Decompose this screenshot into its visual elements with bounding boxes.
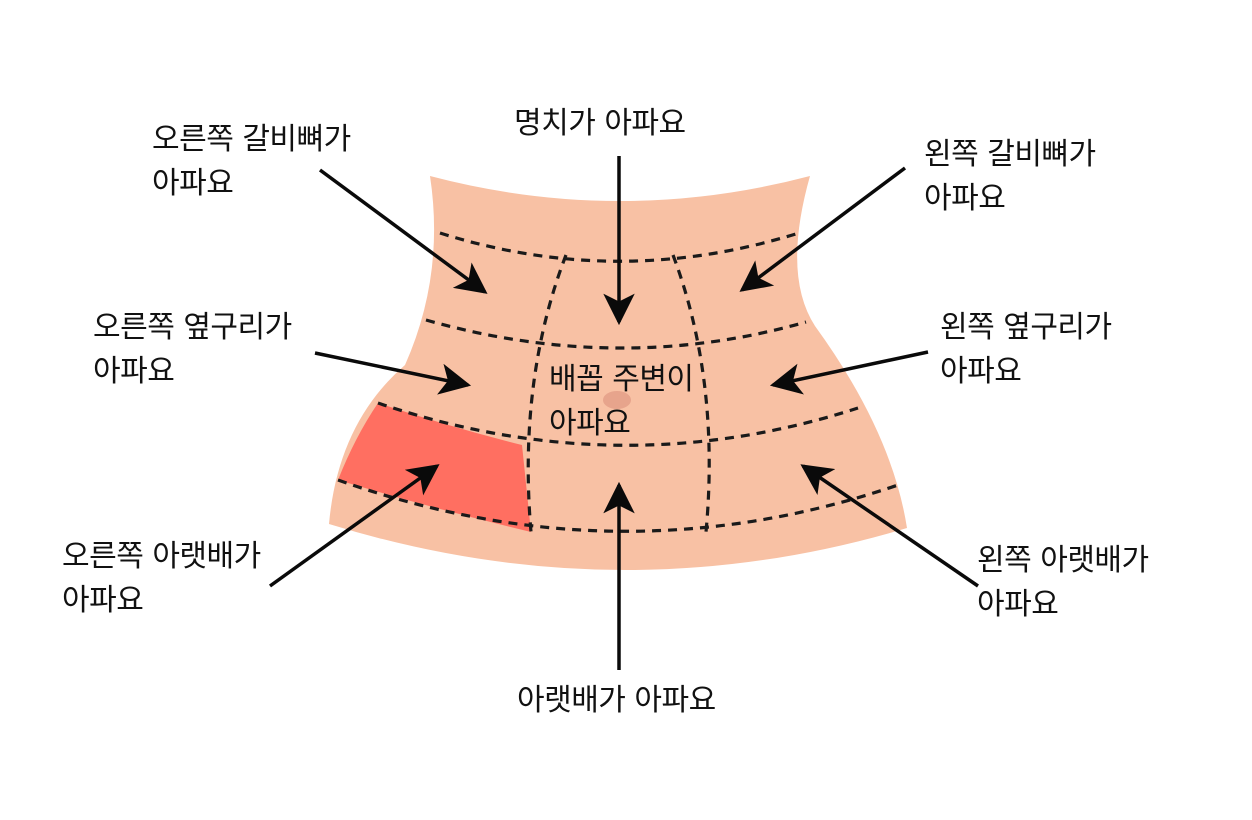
arrow-right-lower [268, 464, 440, 588]
region-divider-left-vertical [526, 254, 568, 533]
label-left-flank-line1: 왼쪽 옆구리가 [940, 310, 1112, 345]
label-right-flank[interactable]: 오른쪽 옆구리가 아파요 [93, 306, 292, 394]
label-hypogastric[interactable]: 아랫배가 아파요 [517, 679, 716, 723]
arrow-left-flank [769, 350, 929, 395]
region-divider-right-vertical [671, 254, 711, 533]
region-divider-middle [425, 318, 807, 350]
label-right-lower-line2: 아파요 [62, 583, 144, 618]
label-hypogastric-text: 아랫배가 아파요 [517, 683, 716, 718]
label-right-upper[interactable]: 오른쪽 갈비뼈가 아파요 [152, 118, 351, 206]
label-epigastric-text: 명치가 아파요 [514, 106, 686, 141]
label-left-lower-line1: 왼쪽 아랫배가 [977, 543, 1149, 578]
region-divider-bottom [337, 478, 899, 533]
label-right-lower-line1: 오른쪽 아랫배가 [62, 539, 261, 574]
label-left-upper[interactable]: 왼쪽 갈비뼈가 아파요 [924, 133, 1096, 221]
region-divider-lower [377, 401, 859, 447]
label-left-upper-line1: 왼쪽 갈비뼈가 [924, 137, 1096, 172]
label-right-lower[interactable]: 오른쪽 아랫배가 아파요 [62, 535, 261, 623]
label-left-flank-line2: 아파요 [940, 354, 1022, 389]
label-right-upper-line2: 아파요 [152, 166, 234, 201]
label-left-upper-line2: 아파요 [924, 181, 1006, 216]
navel-icon [603, 391, 631, 409]
label-left-flank[interactable]: 왼쪽 옆구리가 아파요 [940, 306, 1112, 394]
label-right-upper-line1: 오른쪽 갈비뼈가 [152, 122, 351, 157]
arrow-left-upper [739, 166, 907, 292]
label-right-flank-line2: 아파요 [93, 354, 175, 389]
arrow-right-flank [314, 351, 472, 395]
label-umbilical-line1: 배꼽 주변이 [549, 362, 694, 397]
label-left-lower[interactable]: 왼쪽 아랫배가 아파요 [977, 539, 1149, 627]
label-right-flank-line1: 오른쪽 옆구리가 [93, 310, 292, 345]
label-left-lower-line2: 아파요 [977, 587, 1059, 622]
label-epigastric[interactable]: 명치가 아파요 [514, 102, 686, 146]
label-umbilical-line2: 아파요 [549, 406, 631, 441]
arrow-right-upper [318, 168, 488, 294]
arrow-left-lower [800, 464, 979, 588]
label-umbilical[interactable]: 배꼽 주변이 아파요 [549, 358, 694, 446]
